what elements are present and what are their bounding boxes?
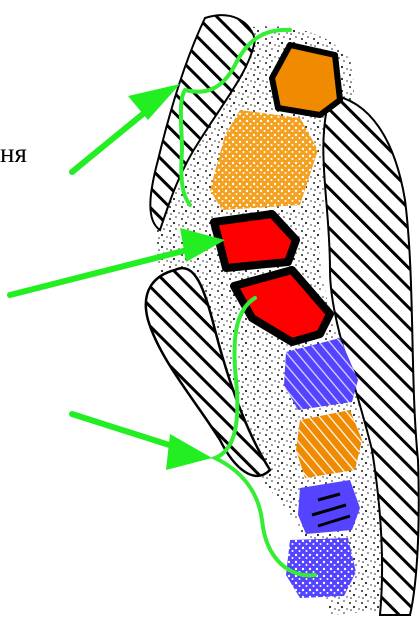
vertebra-orange-1 bbox=[272, 45, 340, 115]
vertebra-blue-2 bbox=[298, 480, 360, 534]
arrow-lower bbox=[72, 414, 212, 470]
vertebra-red-1 bbox=[214, 214, 296, 268]
